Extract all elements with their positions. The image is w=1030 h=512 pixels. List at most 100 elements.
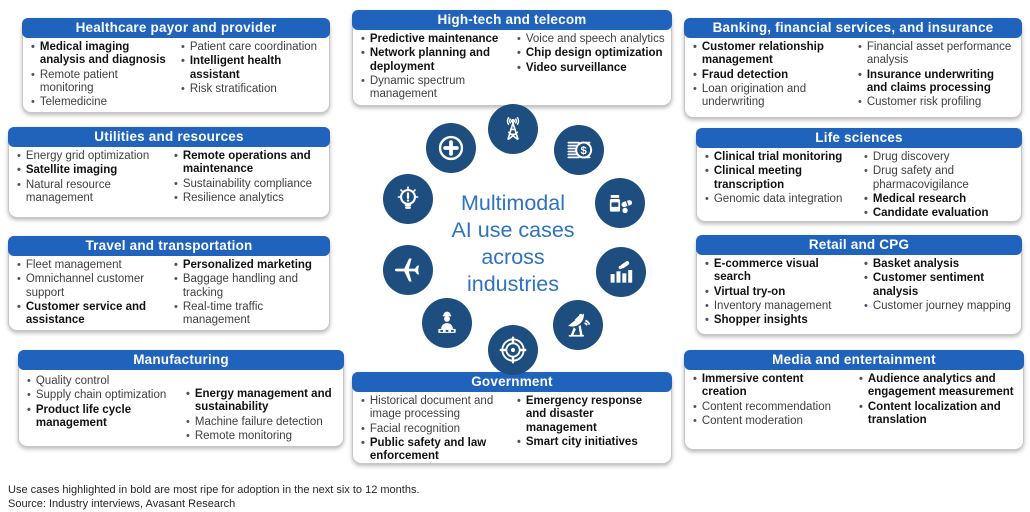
use-case-text: Fraud detection [701, 68, 789, 81]
bullet-icon: • [858, 41, 862, 53]
use-case-item: •Natural resource management [17, 179, 166, 206]
bullet-icon: • [705, 192, 709, 205]
bullet-icon: • [517, 47, 521, 60]
use-case-item: •Audience analytics and engagement measu… [859, 373, 1017, 400]
card-title-lifesciences: Life sciences [696, 128, 1022, 148]
use-case-item: •Customer sentiment analysis [864, 272, 1015, 299]
use-case-list: •Medical imaging analysis and diagnosis •… [25, 41, 175, 111]
use-case-item: •Machine failure detection [186, 416, 337, 429]
use-case-item: •Remote operations and maintenance [174, 150, 323, 177]
card-travel: Travel and transportation •Fleet managem… [8, 236, 330, 331]
use-case-item: •Facial recognition [361, 423, 509, 436]
use-case-text: Virtual try-on [713, 285, 786, 298]
use-case-item: •Voice and speech analytics [517, 33, 665, 46]
bullet-icon: • [17, 178, 21, 191]
bullet-icon: • [859, 400, 863, 413]
card-banking: Banking, financial services, and insuran… [684, 18, 1022, 118]
use-case-item: •Customer service and assistance [17, 301, 166, 328]
use-case-text: Content localization and translation [867, 400, 1001, 426]
bullet-icon: • [705, 314, 709, 327]
use-case-item: • Personalized marketing [174, 259, 323, 272]
use-case-item: •Supply chain optimization [27, 389, 178, 402]
bullet-icon: • [361, 33, 365, 45]
use-case-list: •Basket analysis•Customer sentiment anal… [858, 258, 1017, 329]
bullet-icon: • [186, 429, 190, 442]
use-case-item: •Real-time traffic management [174, 301, 323, 328]
bullet-icon: • [31, 96, 35, 109]
use-case-list: •Customer relationship management•Fraud … [687, 41, 852, 111]
bullet-icon: • [174, 273, 178, 286]
bullet-icon: • [174, 191, 178, 204]
use-case-text: Omnichannel customer support [25, 273, 145, 299]
medical-cross-icon [426, 123, 476, 173]
use-case-item: •Historical document and image processin… [361, 395, 509, 422]
bullet-icon: • [174, 259, 178, 271]
use-case-text: Sustainability compliance [182, 177, 312, 190]
use-case-text: Smart city initiatives [525, 435, 638, 448]
use-case-item: •Patient care coordination [181, 41, 323, 54]
bullet-icon: • [864, 192, 868, 205]
use-case-item: • Medical research [864, 193, 1015, 206]
center-title: Multimodal AI use cases across industrie… [398, 190, 628, 298]
use-case-text: Inventory management [713, 299, 832, 312]
factory-worker-icon [422, 298, 472, 348]
card-title-retail: Retail and CPG [696, 235, 1022, 255]
use-case-item: •Emergency response and disaster managem… [517, 395, 665, 435]
bullet-icon: • [361, 74, 365, 87]
use-case-text: Personalized marketing [182, 259, 312, 271]
bullet-icon: • [693, 68, 697, 81]
use-case-item: •Content recommendation [693, 401, 851, 414]
bullet-icon: • [705, 299, 709, 312]
use-case-list: •Audience analytics and engagement measu… [853, 373, 1019, 429]
use-case-list: •Fleet management•Omnichannel customer s… [11, 259, 168, 329]
use-case-item: •Insurance underwriting and claims proce… [858, 69, 1015, 96]
use-case-text: Customer relationship management [701, 41, 824, 67]
use-case-text: Immersive content creation [701, 373, 804, 399]
card-title-government: Government [352, 372, 672, 392]
use-case-text: Drug discovery [872, 151, 950, 163]
use-case-item: •Product life cycle management [27, 404, 178, 431]
bullet-icon: • [186, 388, 190, 400]
use-case-text: Basket analysis [872, 258, 960, 270]
use-case-text: Remote patient monitoring [39, 68, 118, 94]
bullet-icon: • [27, 375, 31, 387]
card-hightech: High-tech and telecom •Predictive mainte… [352, 10, 672, 106]
use-case-text: Medical research [872, 192, 967, 205]
bullet-icon: • [517, 395, 521, 407]
bullet-icon: • [186, 415, 190, 428]
use-case-item: •Customer journey mapping [864, 300, 1015, 313]
use-case-list: •Clinical trial monitoring•Clinical meet… [699, 151, 858, 222]
use-case-item: •Dynamic spectrum management [361, 75, 509, 102]
use-case-item: •Telemedicine [31, 96, 173, 109]
use-case-text: Genomic data integration [713, 192, 843, 205]
pills-icon [595, 178, 645, 228]
use-case-text: Content moderation [701, 414, 803, 427]
use-case-item: •Smart city initiatives [517, 436, 665, 449]
bullet-icon: • [361, 422, 365, 435]
bullet-icon: • [181, 55, 185, 68]
bullet-icon: • [858, 96, 862, 109]
use-case-item: •Medical imaging analysis and diagnosis [31, 41, 173, 68]
use-case-text: E-commerce visual search [713, 258, 819, 284]
use-case-item: •Energy grid optimization [17, 150, 166, 163]
use-case-text: Shopper insights [713, 314, 808, 327]
use-case-list: •Remote operations and maintenance • Susta… [168, 150, 325, 206]
bullet-icon: • [174, 300, 178, 313]
bullet-icon: • [17, 150, 21, 162]
footnote: Use cases highlighted in bold are most r… [8, 483, 420, 512]
use-case-item: •Energy management and sustainability [186, 388, 337, 415]
target-icon [488, 325, 538, 375]
use-case-text: Voice and speech analytics [525, 33, 665, 45]
bullet-icon: • [693, 400, 697, 413]
bullet-icon: • [864, 165, 868, 178]
use-case-text: Loan origination and underwriting [701, 82, 807, 109]
card-title-utilities: Utilities and resources [8, 127, 330, 147]
use-case-text: Network planning and deployment [369, 47, 490, 73]
card-media: Media and entertainment •Immersive conte… [684, 350, 1024, 450]
use-case-text: Quality control [35, 375, 110, 387]
use-case-item: •Remote monitoring [186, 430, 337, 443]
use-case-item: •Video surveillance [517, 62, 665, 75]
use-case-text: Predictive maintenance [369, 33, 499, 45]
use-case-text: Satellite imaging [25, 164, 118, 177]
satellite-dish-icon [553, 300, 603, 350]
